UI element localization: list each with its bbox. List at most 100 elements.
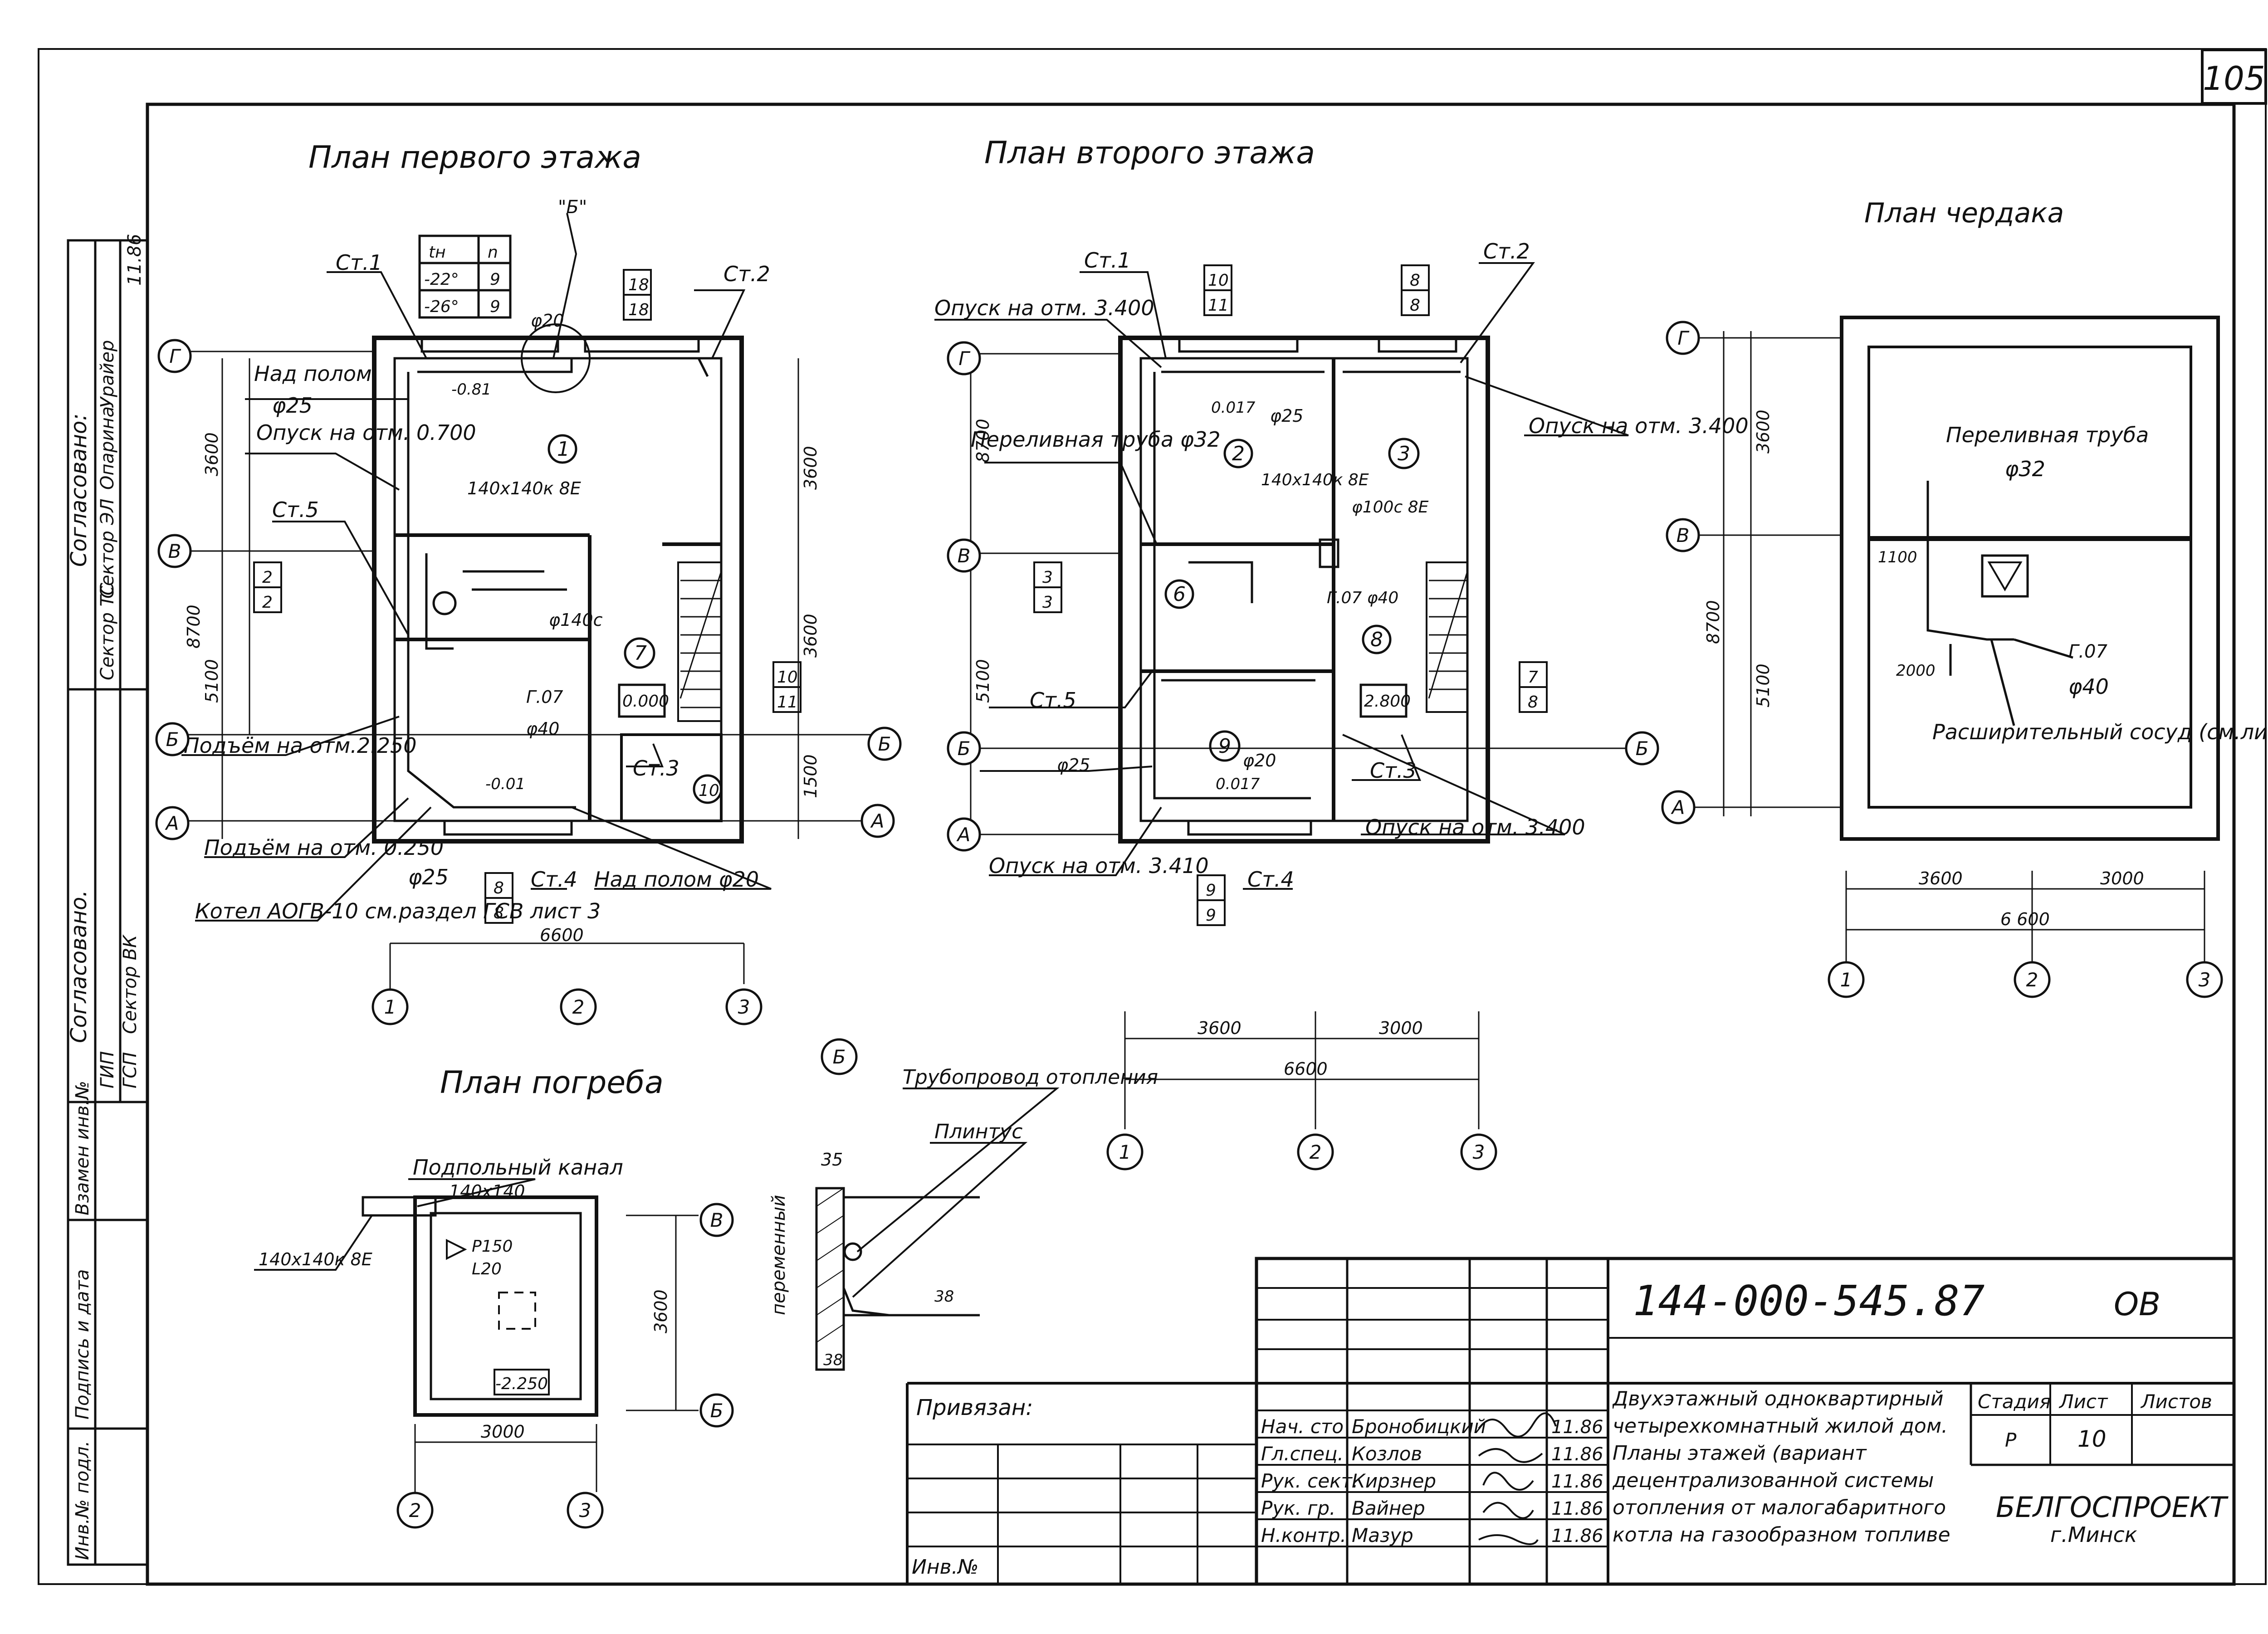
detail-b: Б Трубопровод отопления Плинтус переменн… xyxy=(768,1038,1158,1371)
attic-dim-3000: 3000 xyxy=(2100,868,2144,888)
ff-above-floor-d20: Над полом φ20 xyxy=(594,867,759,892)
sf-d20: φ20 xyxy=(1243,751,1276,771)
sf-descent-3410: Опуск на отм. 3.410 xyxy=(989,854,1209,878)
attic-dim-8700: 8700 xyxy=(1703,600,1723,644)
sf-axis-a: А xyxy=(956,824,971,846)
title-second-floor: План второго этажа xyxy=(984,135,1315,171)
view-titles: План первого этажа План второго этажа Пл… xyxy=(308,135,2064,1101)
ff-fraction-boxes xyxy=(253,269,802,924)
sf-descent-3400c: Опуск на отм. 3.400 xyxy=(1365,815,1585,839)
sf-axis-1: 1 xyxy=(1119,1141,1131,1163)
sf-d25b: φ25 xyxy=(1057,755,1090,775)
detail-b-pipe: Трубопровод отопления xyxy=(903,1066,1158,1089)
sf-axis-bubbles xyxy=(947,341,1659,1171)
second-floor-plan: 2 3 6 8 9 10 11 8 8 3 3 7 8 9 9 2.800 xyxy=(934,239,1749,1171)
sf-dim-6600: 6600 xyxy=(1284,1059,1328,1079)
sf-room-markers xyxy=(1164,438,1420,762)
stamp-agreed-2: Согласовано. xyxy=(66,890,92,1043)
attic-dim-5100: 5100 xyxy=(1753,663,1773,707)
ff-axis-3: 3 xyxy=(738,996,750,1018)
attic-axis-3: 3 xyxy=(2199,969,2211,991)
sf-gas: Г.07 φ40 xyxy=(1327,589,1398,607)
ff-frac-2b: 2 xyxy=(262,593,273,612)
ff-riser-4: Ст.4 xyxy=(531,867,577,892)
second-floor-pipes xyxy=(1153,371,1461,800)
doc-suffix: ОВ xyxy=(2114,1286,2160,1323)
stamp-sector: Сектор ВК xyxy=(120,934,141,1034)
cellar-level: -2.250 xyxy=(495,1375,548,1393)
attic-tank: Расширительный сосуд (см.лист 14) xyxy=(1932,720,2268,744)
role-4: Рук. гр. xyxy=(1261,1497,1335,1519)
first-floor-stairs xyxy=(679,571,722,708)
stamp-row-1: Сектор ЭЛ xyxy=(97,498,118,599)
first-floor-pipes xyxy=(407,357,709,809)
sf-level-2800: 2.800 xyxy=(1364,692,1411,711)
ff-room-10: 10 xyxy=(699,781,719,800)
attic-dim-1100: 1100 xyxy=(1878,548,1917,566)
detail-b-variable: переменный xyxy=(768,1195,789,1315)
sf-riser-5: Ст.5 xyxy=(1030,688,1076,712)
ff-axis-g: Г xyxy=(169,345,181,367)
sf-leader-lines xyxy=(934,262,1629,890)
sf-mark-0017b: 0.017 xyxy=(1216,775,1260,793)
ff-mark-001: -0.01 xyxy=(485,775,525,793)
title-attic: План чердака xyxy=(1864,197,2064,229)
detail-b-leaders xyxy=(852,1088,1060,1298)
attic-dim-v3600: 3600 xyxy=(1753,410,1773,454)
stamp-name-2: Урайер xyxy=(97,340,118,408)
ff-axis-a-left: А xyxy=(165,812,179,834)
detail-b-d38b: 38 xyxy=(823,1351,843,1369)
sf-frac-8b: 8 xyxy=(1410,296,1420,315)
role-3: Рук. сект. xyxy=(1261,1470,1358,1492)
second-floor-stairs xyxy=(1428,571,1468,699)
date-3: 11.86 xyxy=(1551,1471,1603,1492)
ff-above-floor: Над полом xyxy=(254,361,372,386)
sf-frac-3b: 3 xyxy=(1042,593,1053,612)
ff-axis-1: 1 xyxy=(384,996,396,1018)
detail-b-title: Б xyxy=(833,1046,846,1068)
sf-axis-g: Г xyxy=(958,347,971,370)
ff-axis-lines xyxy=(188,351,885,998)
title-first-floor: План первого этажа xyxy=(308,140,641,176)
attic-axis-g: Г xyxy=(1677,327,1690,349)
sf-frac-8c: 8 xyxy=(1528,693,1538,712)
attic-axis-2: 2 xyxy=(2026,969,2038,991)
ff-rise-250: Подъём на отм. 0.250 xyxy=(204,835,444,860)
sf-frac-8a: 8 xyxy=(1410,271,1420,290)
sf-dim-3600: 3600 xyxy=(1198,1018,1242,1038)
privyazan: Привязан: xyxy=(916,1395,1033,1420)
cellar-axis-bubbles xyxy=(396,1203,734,1529)
first-floor-plan: 1 7 10 tн n -22° 9 -26° 9 18 xyxy=(155,197,902,1025)
detail-b-callout-circle xyxy=(521,323,591,393)
sf-d100: φ100с 8Е xyxy=(1352,498,1429,517)
detail-b-bubble xyxy=(821,1038,858,1075)
doc-description: Двухэтажный одноквартирный четырехкомнат… xyxy=(1613,1387,1950,1546)
ff-vent: 140х140к 8Е xyxy=(467,478,581,498)
ff-riser-3: Ст.3 xyxy=(633,756,679,780)
ff-room-1: 1 xyxy=(557,438,570,461)
role-1: Нач. сто xyxy=(1261,1415,1344,1438)
date-5: 11.86 xyxy=(1551,1526,1603,1546)
inv-label: Инв.№ xyxy=(912,1556,978,1579)
ff-dim-3600-right-top: 3600 xyxy=(801,446,821,490)
date-4: 11.86 xyxy=(1551,1498,1603,1519)
name-3: Кирзнер xyxy=(1352,1470,1436,1492)
ff-d40: φ40 xyxy=(526,719,559,739)
temp-table-th: tн xyxy=(429,243,446,262)
ff-frac-2a: 2 xyxy=(262,568,273,587)
sf-frac-9b: 9 xyxy=(1206,906,1216,925)
attic-d40: φ40 xyxy=(2068,674,2109,699)
attic-dim-6600: 6 600 xyxy=(2000,909,2050,929)
cellar-axis-v: В xyxy=(710,1209,723,1231)
attic-axis-1: 1 xyxy=(1840,969,1853,991)
detail-b-d35: 35 xyxy=(821,1150,843,1170)
stamp-name-1: Опарина xyxy=(97,406,118,490)
ff-boiler: Котел АОГВ-10 см.раздел ГСВ лист 3 xyxy=(195,899,601,923)
cellar-dim-3000: 3000 xyxy=(481,1422,525,1442)
sf-dim-3000: 3000 xyxy=(1379,1018,1423,1038)
detail-b-plinth: Плинтус xyxy=(934,1120,1022,1143)
cellar-axis-2: 2 xyxy=(409,1499,421,1522)
temp-table-r1b: 9 xyxy=(490,270,500,289)
sf-fraction-boxes xyxy=(1033,264,1548,926)
